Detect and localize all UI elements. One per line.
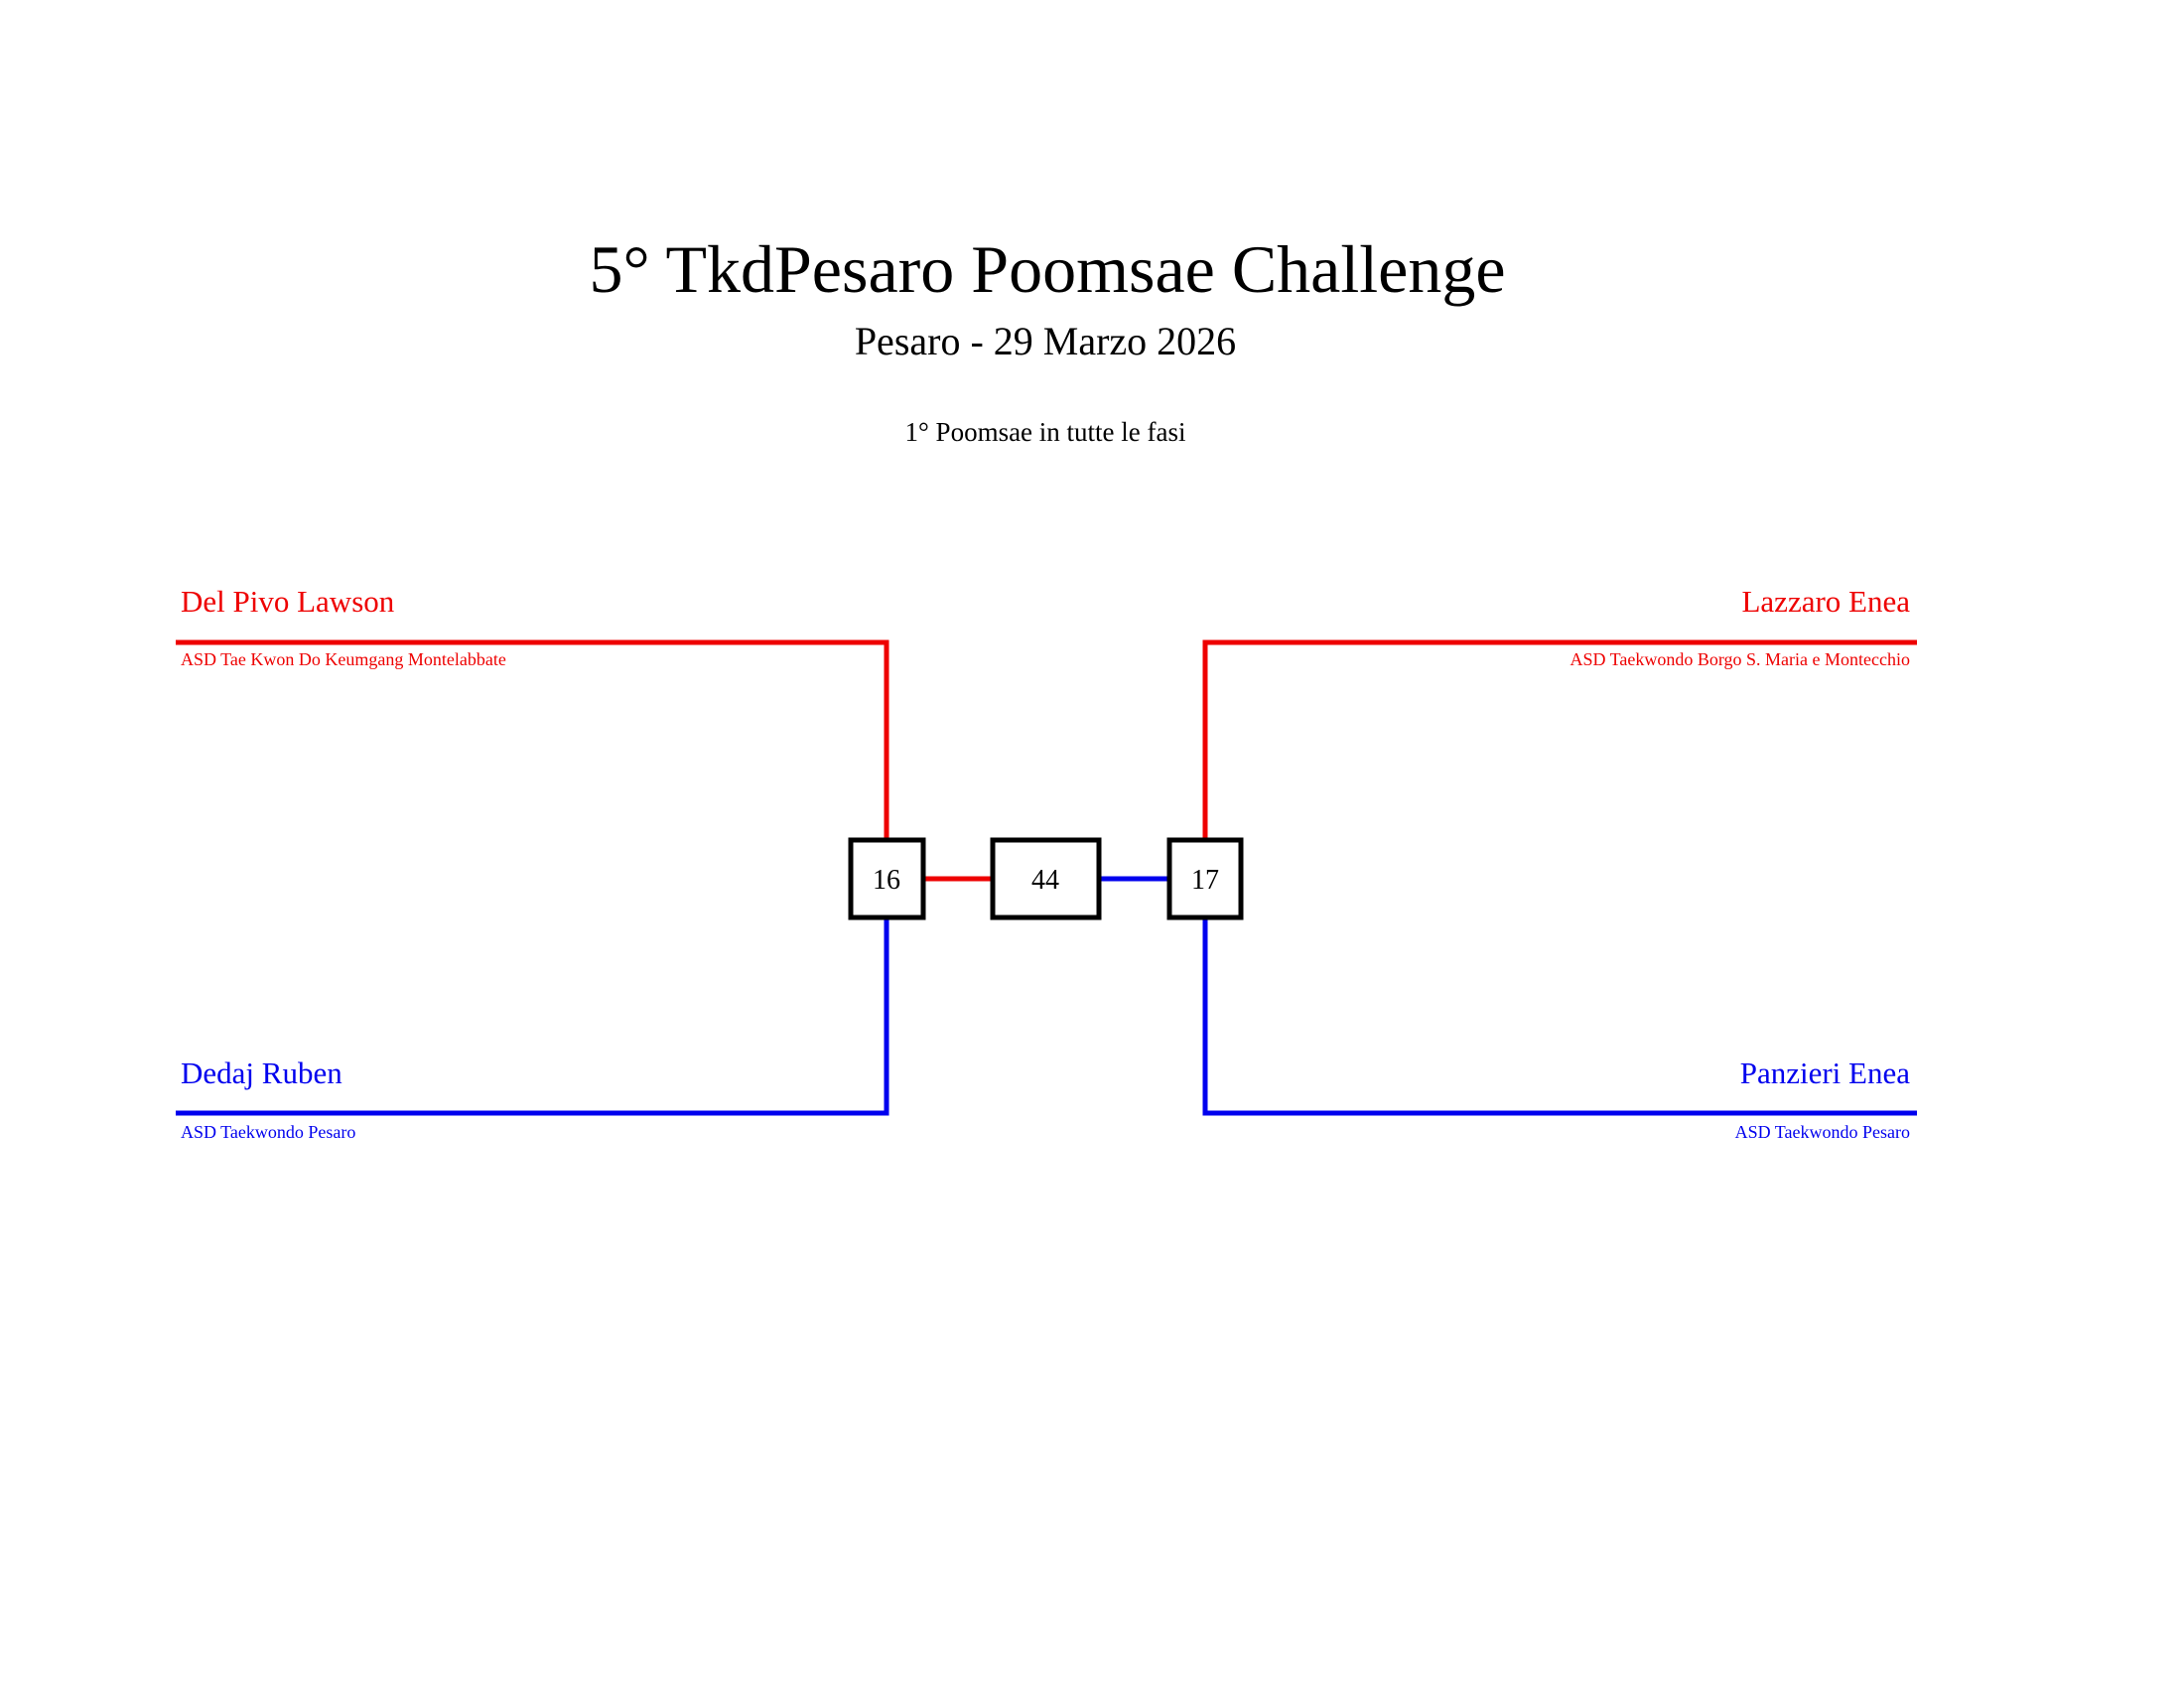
athlete-club-left-red: ASD Tae Kwon Do Keumgang Montelabbate bbox=[181, 649, 506, 669]
match-number-right: 17 bbox=[1191, 865, 1219, 896]
athlete-name-right-blue: Panzieri Enea bbox=[1740, 1055, 1911, 1090]
page-subtitle: Pesaro - 29 Marzo 2026 bbox=[855, 319, 1236, 363]
phase-note: 1° Poomsae in tutte le fasi bbox=[905, 417, 1186, 447]
match-box-right: 17 bbox=[1166, 837, 1244, 920]
bracket-line-left-red bbox=[176, 639, 889, 840]
bracket-line-right-blue bbox=[1202, 917, 1917, 1116]
match-number-left: 16 bbox=[873, 865, 900, 896]
page-title: 5° TkdPesaro Poomsae Challenge bbox=[589, 231, 1505, 307]
athlete-name-left-blue: Dedaj Ruben bbox=[181, 1055, 342, 1090]
athlete-club-right-blue: ASD Taekwondo Pesaro bbox=[1735, 1122, 1910, 1142]
match-number-final: 44 bbox=[1031, 865, 1059, 896]
match-box-left: 16 bbox=[848, 837, 926, 920]
athlete-club-left-blue: ASD Taekwondo Pesaro bbox=[181, 1122, 355, 1142]
bracket-line-right-red bbox=[1202, 639, 1917, 840]
athlete-name-right-red: Lazzaro Enea bbox=[1741, 584, 1910, 619]
athlete-name-left-red: Del Pivo Lawson bbox=[181, 584, 395, 619]
athlete-club-right-red: ASD Taekwondo Borgo S. Maria e Montecchi… bbox=[1570, 649, 1910, 669]
match-box-final: 44 bbox=[990, 837, 1102, 920]
bracket-line-left-blue bbox=[176, 917, 889, 1116]
